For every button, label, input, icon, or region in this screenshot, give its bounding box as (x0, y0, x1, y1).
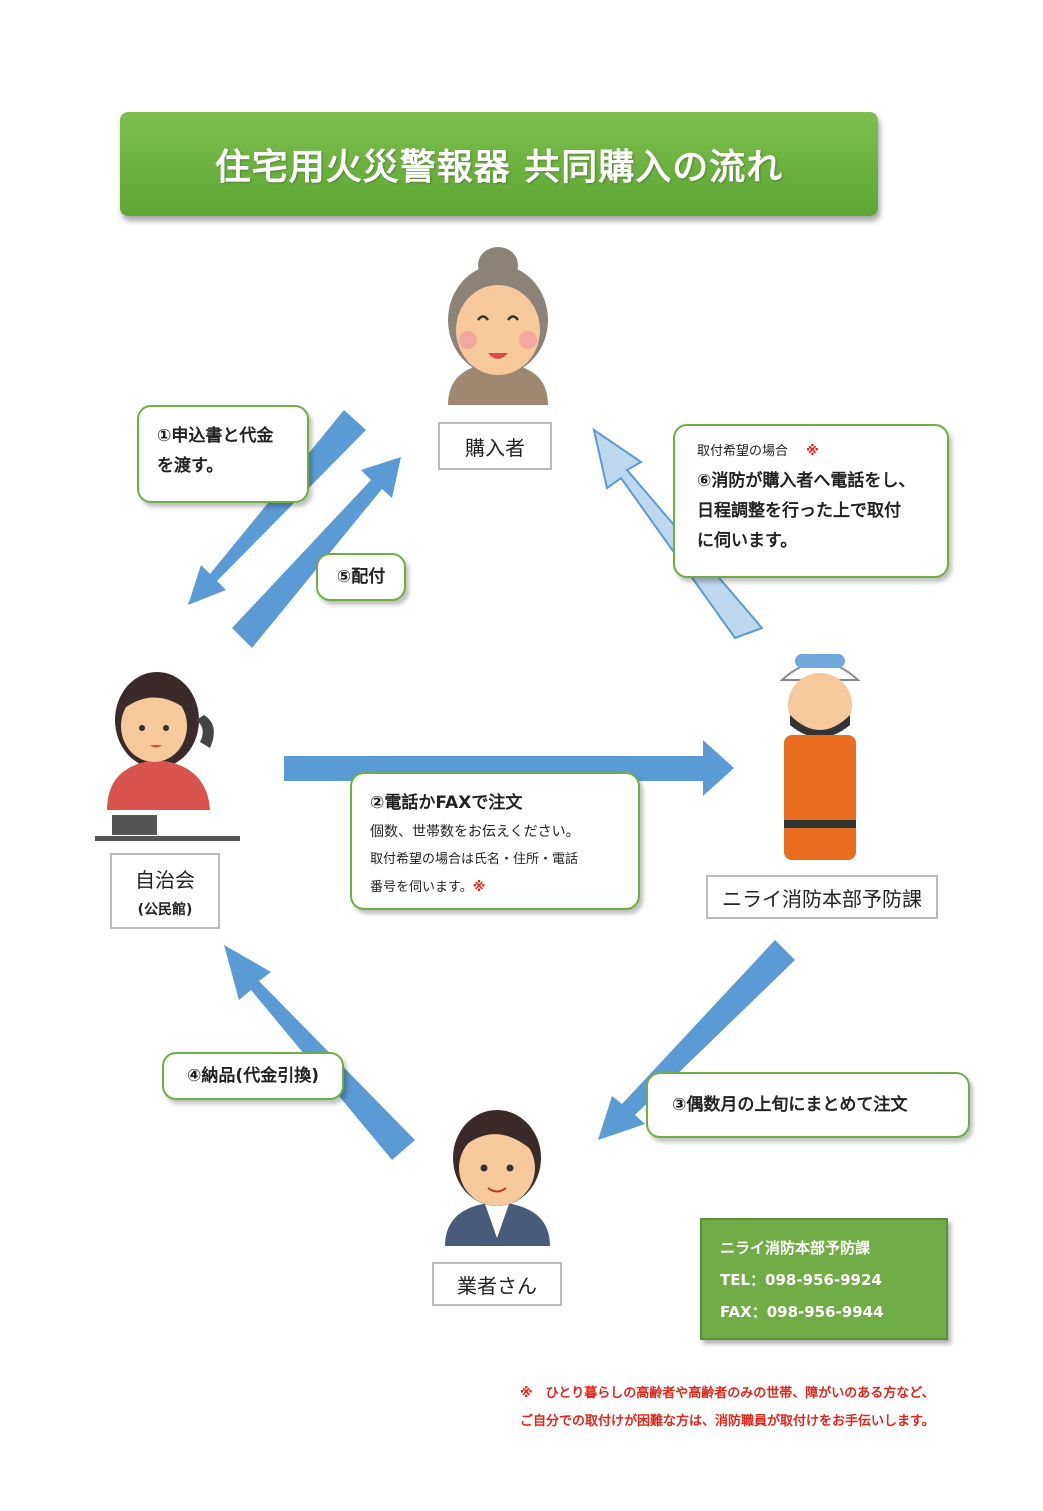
step2-line2: 取付希望の場合は氏名・住所・電話 (370, 852, 579, 867)
step6-header-text: 取付希望の場合 (697, 444, 789, 459)
step3-text: ③偶数月の上旬にまとめて注文 (672, 1095, 908, 1115)
step6-mark: ※ (806, 444, 819, 459)
contact-box: ニライ消防本部予防課 TEL：098-956-9924 FAX：098-956-… (700, 1218, 948, 1340)
footnote-line2: ご自分での取付けが困難な方は、消防職員が取付けをお手伝いします。 (520, 1414, 935, 1429)
step4-box: ④納品(代金引換) (162, 1052, 344, 1100)
step6-box: 取付希望の場合 ※ ⑥消防が購入者へ電話をし、 日程調整を行った上で取付 に伺い… (673, 424, 949, 578)
association-label: 自治会 (公民館) (110, 853, 220, 929)
arrow-step1 (188, 410, 366, 605)
step2-title: ②電話かFAXで注文 (370, 793, 523, 813)
association-illustration (95, 672, 240, 841)
step3-box: ③偶数月の上旬にまとめて注文 (646, 1072, 970, 1138)
step6-line2: 日程調整を行った上で取付 (697, 501, 901, 521)
step6-line3: に伺います。 (697, 531, 798, 551)
step6-line1: ⑥消防が購入者へ電話をし、 (697, 471, 916, 491)
contact-fax: FAX：098-956-9944 (720, 1303, 884, 1321)
step5-box: ⑤配付 (316, 553, 406, 601)
step4-text: ④納品(代金引換) (187, 1066, 319, 1086)
vendor-label: 業者さん (432, 1262, 562, 1306)
vendor-illustration (445, 1110, 550, 1246)
footnote-line1: ※ ひとり暮らしの高齢者や高齢者のみの世帯、障がいのある方など、 (520, 1386, 935, 1401)
step2-line3-text: 番号を伺います。 (370, 880, 473, 895)
title-banner: 住宅用火災警報器 共同購入の流れ (120, 112, 878, 216)
step1-line1: ①申込書と代金 (157, 426, 274, 446)
vendor-label-text: 業者さん (457, 1273, 537, 1298)
buyer-label: 購入者 (438, 422, 552, 470)
fire-dept-label: ニライ消防本部予防課 (706, 875, 938, 919)
firefighter-illustration (779, 654, 861, 860)
arrow-step2 (284, 740, 734, 796)
fire-dept-label-text: ニライ消防本部予防課 (722, 886, 922, 911)
step5-text: ⑤配付 (336, 567, 386, 587)
buyer-illustration (448, 247, 548, 405)
step2-mark: ※ (472, 880, 486, 895)
arrow-step5 (232, 457, 401, 648)
step1-box: ①申込書と代金 を渡す。 (137, 405, 309, 503)
contact-name: ニライ消防本部予防課 (720, 1239, 871, 1257)
step2-line1: 個数、世帯数をお伝えください。 (370, 824, 580, 840)
footnote: ※ ひとり暮らしの高齢者や高齢者のみの世帯、障がいのある方など、 ご自分での取付… (520, 1380, 1020, 1436)
contact-tel: TEL：098-956-9924 (720, 1271, 882, 1289)
buyer-label-text: 購入者 (465, 435, 525, 460)
step2-box: ②電話かFAXで注文 個数、世帯数をお伝えください。 取付希望の場合は氏名・住所… (350, 772, 640, 910)
association-label-text: 自治会 (135, 867, 195, 892)
step1-line2: を渡す。 (157, 456, 224, 476)
association-label-sub: (公民館) (137, 901, 193, 918)
step2-line3: 番号を伺います。※ (370, 874, 638, 902)
page-title: 住宅用火災警報器 共同購入の流れ (214, 147, 784, 188)
step6-header: 取付希望の場合 ※ (697, 438, 947, 466)
